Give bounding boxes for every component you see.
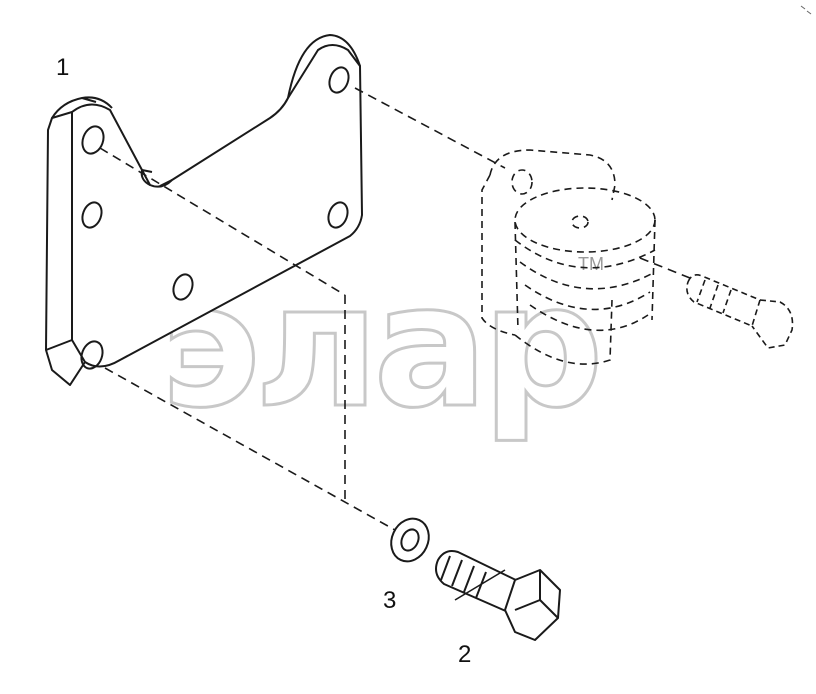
callout-1: 1 xyxy=(56,54,69,81)
bracket-hole-top-left xyxy=(81,125,105,155)
callout-3: 3 xyxy=(383,587,396,614)
bracket-hole-mid-left xyxy=(81,201,103,229)
corner-mark xyxy=(800,5,812,15)
engine-mount-hidden xyxy=(481,149,656,365)
assembly-lines xyxy=(99,87,691,531)
bracket-hole-top-right xyxy=(328,66,350,94)
bracket-part xyxy=(45,34,363,386)
side-bolt-hidden xyxy=(686,274,794,349)
bolt-part xyxy=(435,550,561,641)
watermark-trademark: TM xyxy=(578,254,604,274)
bracket-hole-right xyxy=(327,201,349,229)
washer-part xyxy=(390,517,430,563)
bracket-hole-center xyxy=(172,273,194,301)
bracket-hole-bottom-left xyxy=(80,340,104,370)
callout-2: 2 xyxy=(458,641,471,668)
